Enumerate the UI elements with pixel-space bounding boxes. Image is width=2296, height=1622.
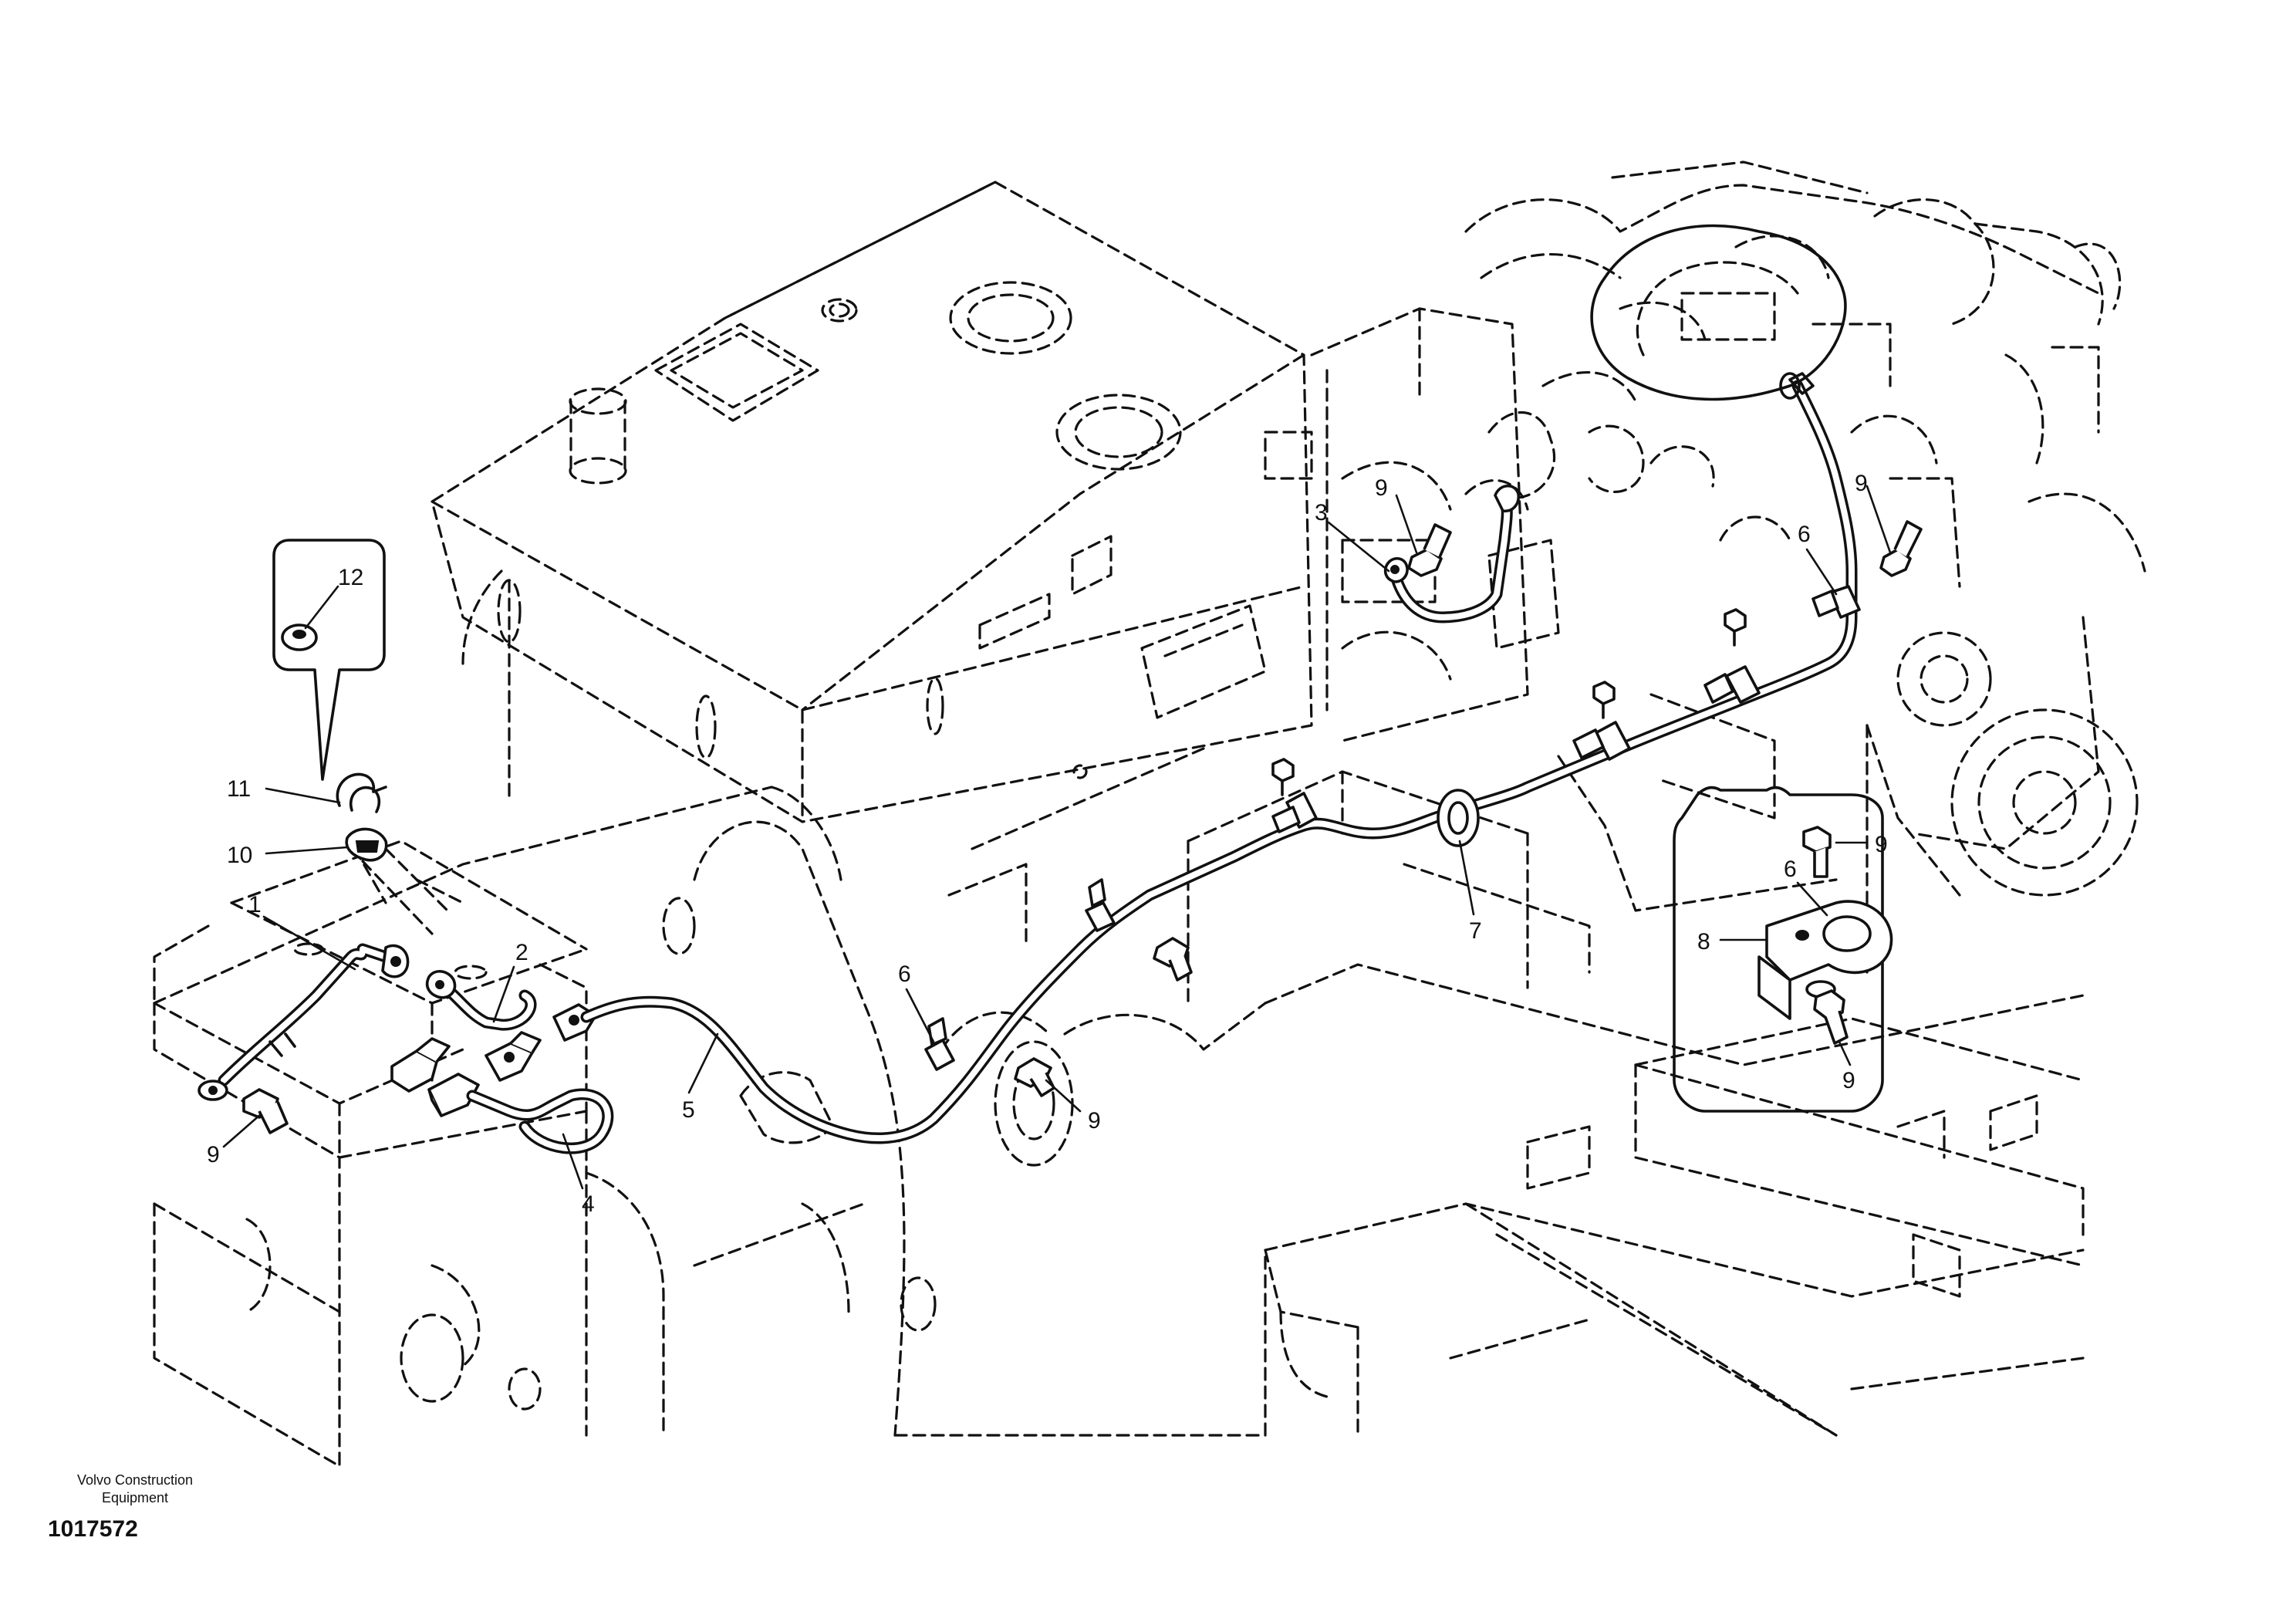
cap-11 (336, 772, 387, 813)
callout-9f: 9 (1842, 1068, 1855, 1093)
callout-2: 2 (515, 940, 528, 965)
battery-switch-10 (345, 827, 449, 935)
callout-8: 8 (1697, 929, 1710, 955)
bolts-9 (242, 520, 1923, 1134)
callout-9c: 9 (1375, 475, 1388, 501)
callout-1: 1 (248, 892, 262, 917)
callout-labels: 1 2 3 4 5 6 6 6 7 8 9 9 9 9 9 9 10 11 12 (207, 471, 1888, 1217)
callout-9a: 9 (207, 1142, 220, 1168)
cable-3 (1383, 484, 1521, 623)
callout-10: 10 (227, 843, 252, 868)
brand-name-line2: Equipment (101, 1490, 169, 1505)
callout-4: 4 (582, 1191, 595, 1217)
callout-5: 5 (682, 1097, 695, 1123)
drawing-number: 1017572 (48, 1516, 138, 1542)
cable-2 (425, 970, 537, 1031)
callout-6c: 6 (1784, 857, 1797, 882)
inset-detail-12 (272, 539, 386, 781)
callout-6a: 6 (898, 961, 911, 987)
inset-detail-clamp (1673, 786, 1893, 1113)
clamps-6 (924, 585, 1861, 1071)
starter-motor (1590, 224, 1847, 401)
callout-12: 12 (338, 565, 363, 590)
callout-9e: 9 (1875, 832, 1888, 857)
brand-name-line1: Volvo Construction (76, 1472, 194, 1488)
callout-11: 11 (227, 776, 251, 802)
callout-9d: 9 (1855, 471, 1868, 496)
callout-6b: 6 (1798, 522, 1811, 547)
cable-5-main (580, 372, 1858, 1144)
cable-1 (198, 943, 410, 1101)
cable-4 (466, 1088, 614, 1154)
machine-phantom-outline (153, 161, 2146, 1468)
callout-9b: 9 (1088, 1108, 1101, 1134)
leader-lines (222, 485, 1892, 1190)
callout-7: 7 (1469, 918, 1482, 944)
callout-3: 3 (1315, 500, 1328, 525)
